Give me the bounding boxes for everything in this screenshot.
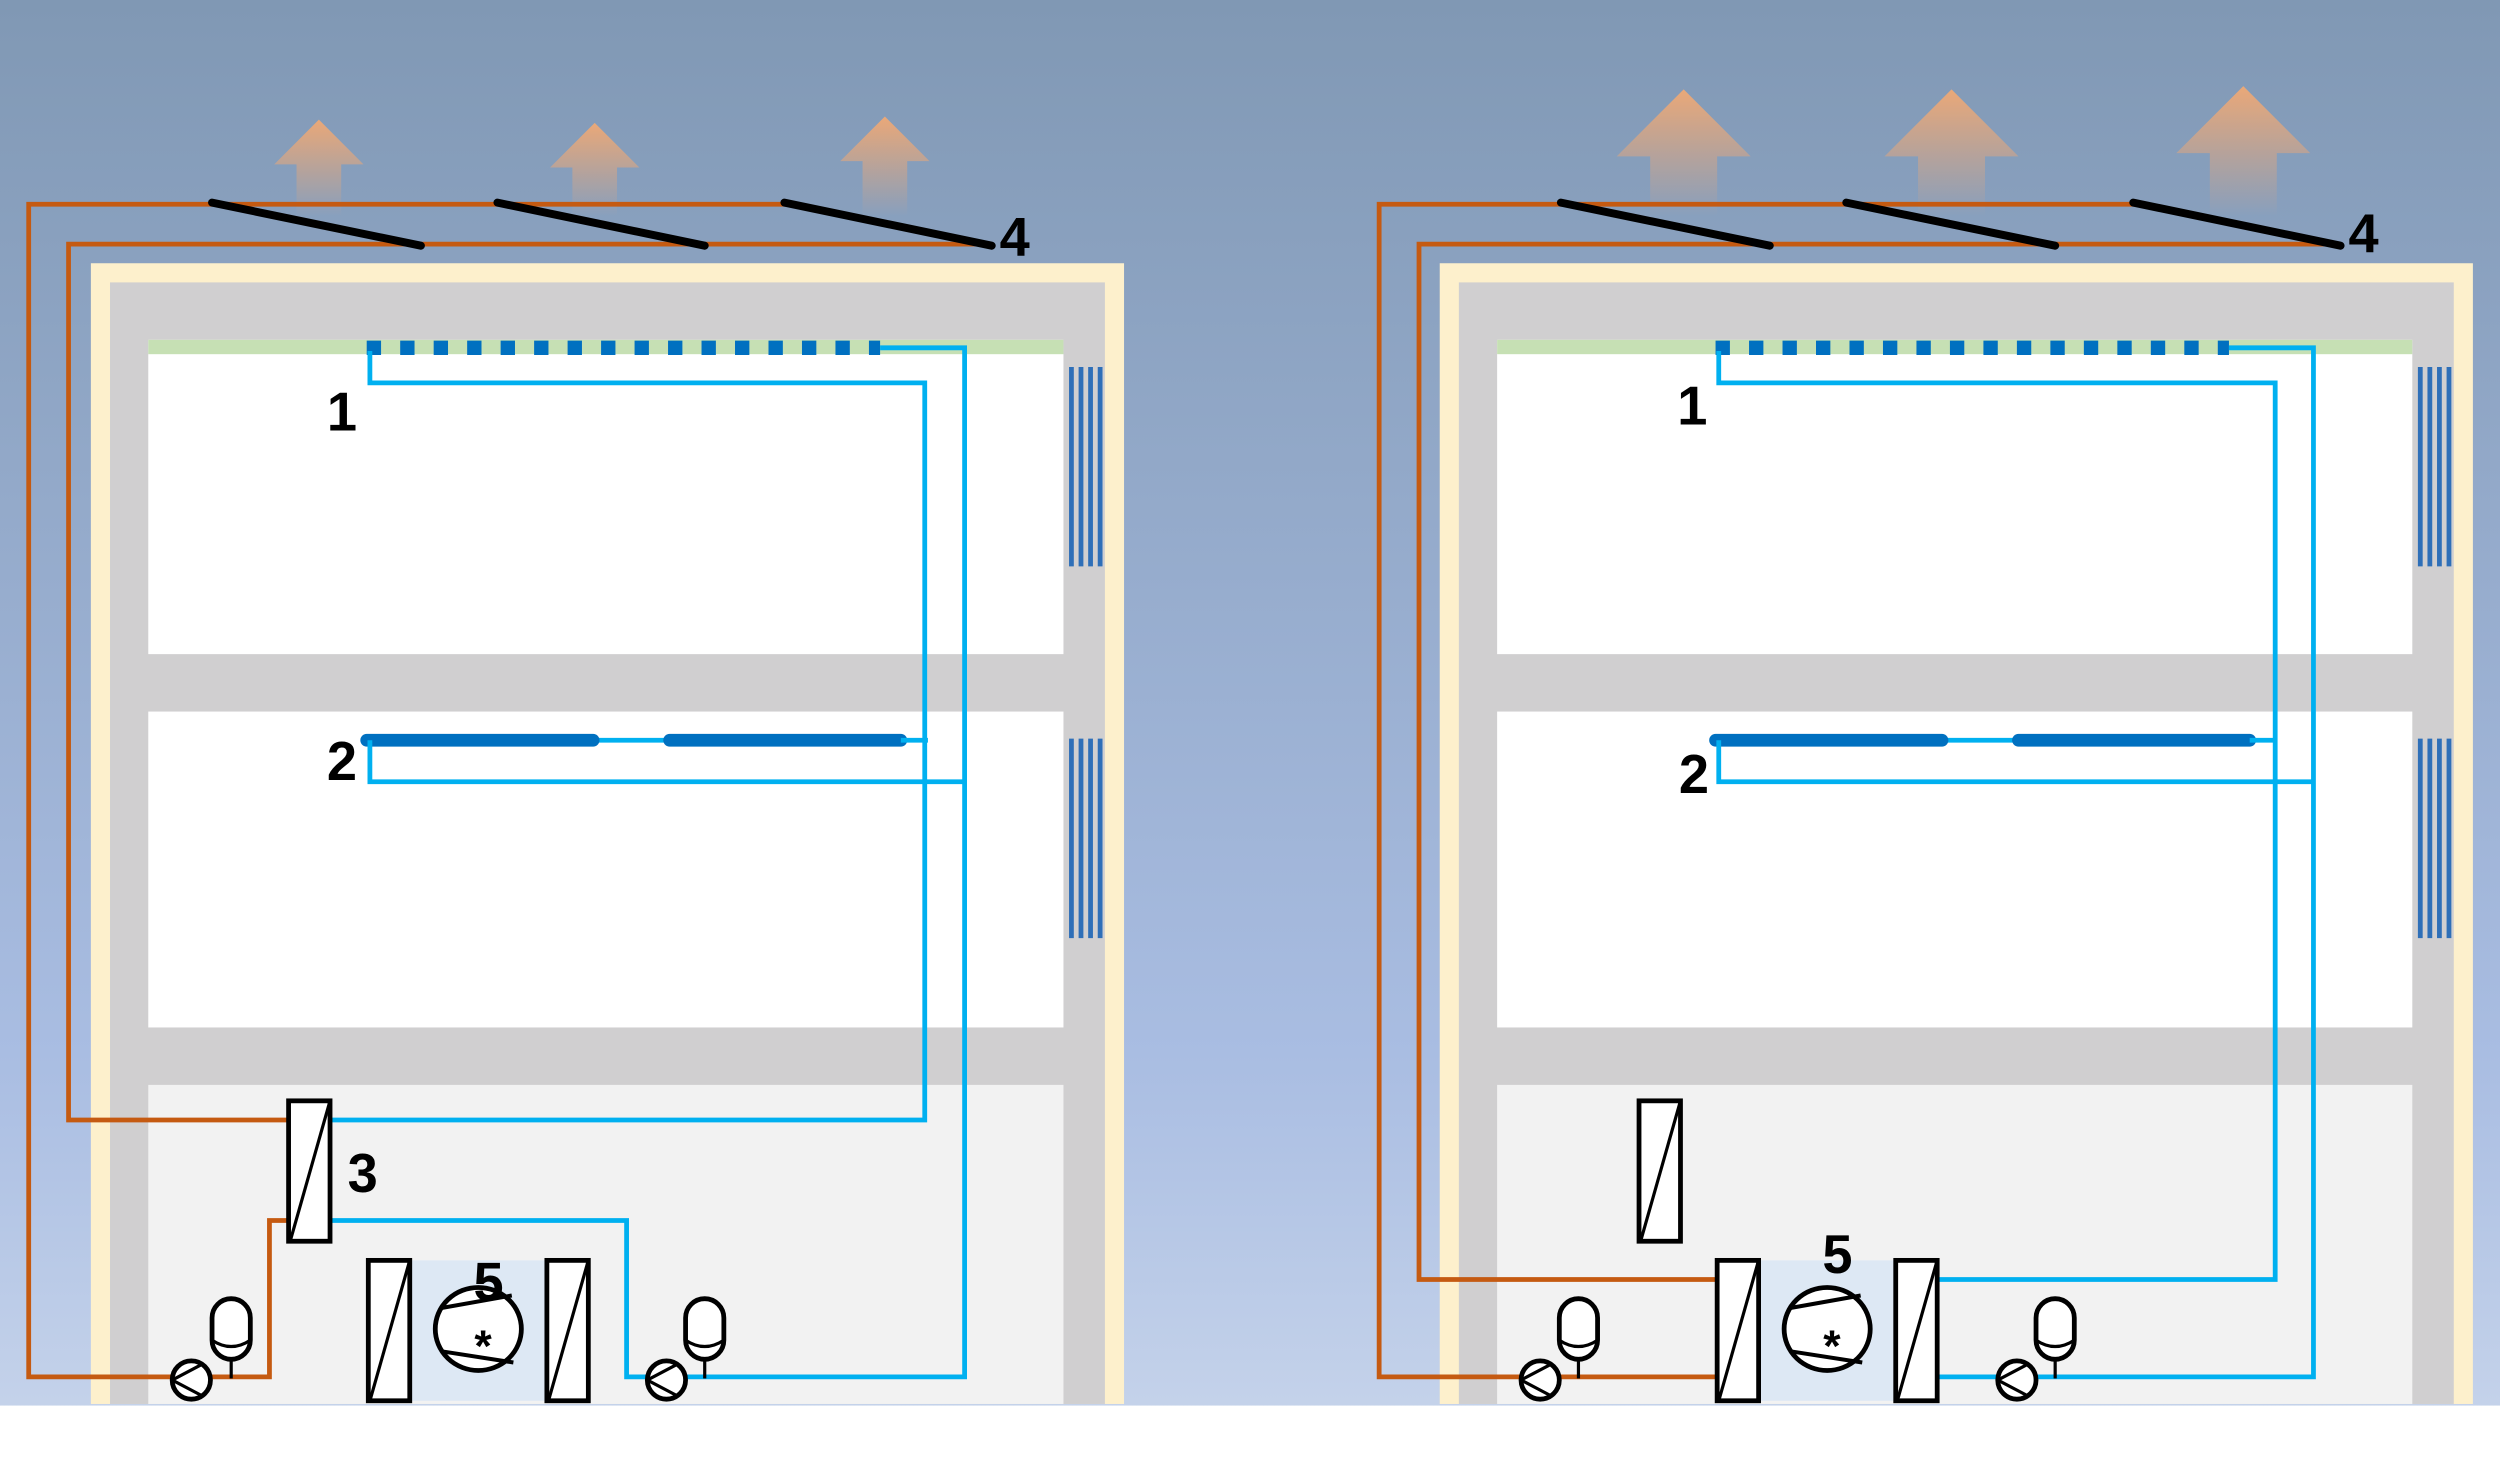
heat-arrow-up-icon <box>1884 89 2019 216</box>
roof-solar-collectors <box>208 198 996 250</box>
label-roof-collector: 4 <box>1000 207 1030 267</box>
heat-exchanger <box>289 1101 330 1241</box>
heat-arrow-up-icon <box>550 122 640 216</box>
building-section <box>91 263 1124 1404</box>
heat-arrows <box>1616 86 2311 216</box>
cold-water-pipes <box>330 345 967 1380</box>
warm-water-pipes <box>26 201 992 1380</box>
label-chiller-unit: 5 <box>1822 1225 1852 1285</box>
left-system: 1 2 3 4 5 <box>26 116 1124 1404</box>
label-roof-collector: 4 <box>2349 204 2379 264</box>
label-heat-exchanger: 3 <box>348 1144 378 1204</box>
label-ceiling-panel: 1 <box>1677 376 1707 436</box>
roof-solar-collectors <box>1556 198 2345 250</box>
label-ceiling-panel: 1 <box>327 383 357 443</box>
cold-water-pipes <box>1716 345 2316 1380</box>
heat-arrows <box>274 116 930 216</box>
label-radiant-panel: 2 <box>327 732 357 792</box>
pump-icon <box>647 1361 685 1399</box>
right-system: 1 2 4 5 <box>1376 86 2473 1404</box>
building-section <box>1440 263 2473 1404</box>
heat-arrow-up-icon <box>1616 89 1751 216</box>
heat-exchanger-idle <box>1639 1101 1680 1241</box>
heat-arrow-up-icon <box>274 119 364 216</box>
heat-arrow-up-icon <box>840 116 930 216</box>
label-chiller-unit: 5 <box>474 1252 504 1312</box>
heat-arrow-up-icon <box>2176 86 2311 216</box>
pump-icon <box>172 1361 210 1399</box>
label-radiant-panel: 2 <box>1679 745 1709 805</box>
pump-icon <box>1998 1361 2036 1399</box>
pump-icon <box>1521 1361 1559 1399</box>
